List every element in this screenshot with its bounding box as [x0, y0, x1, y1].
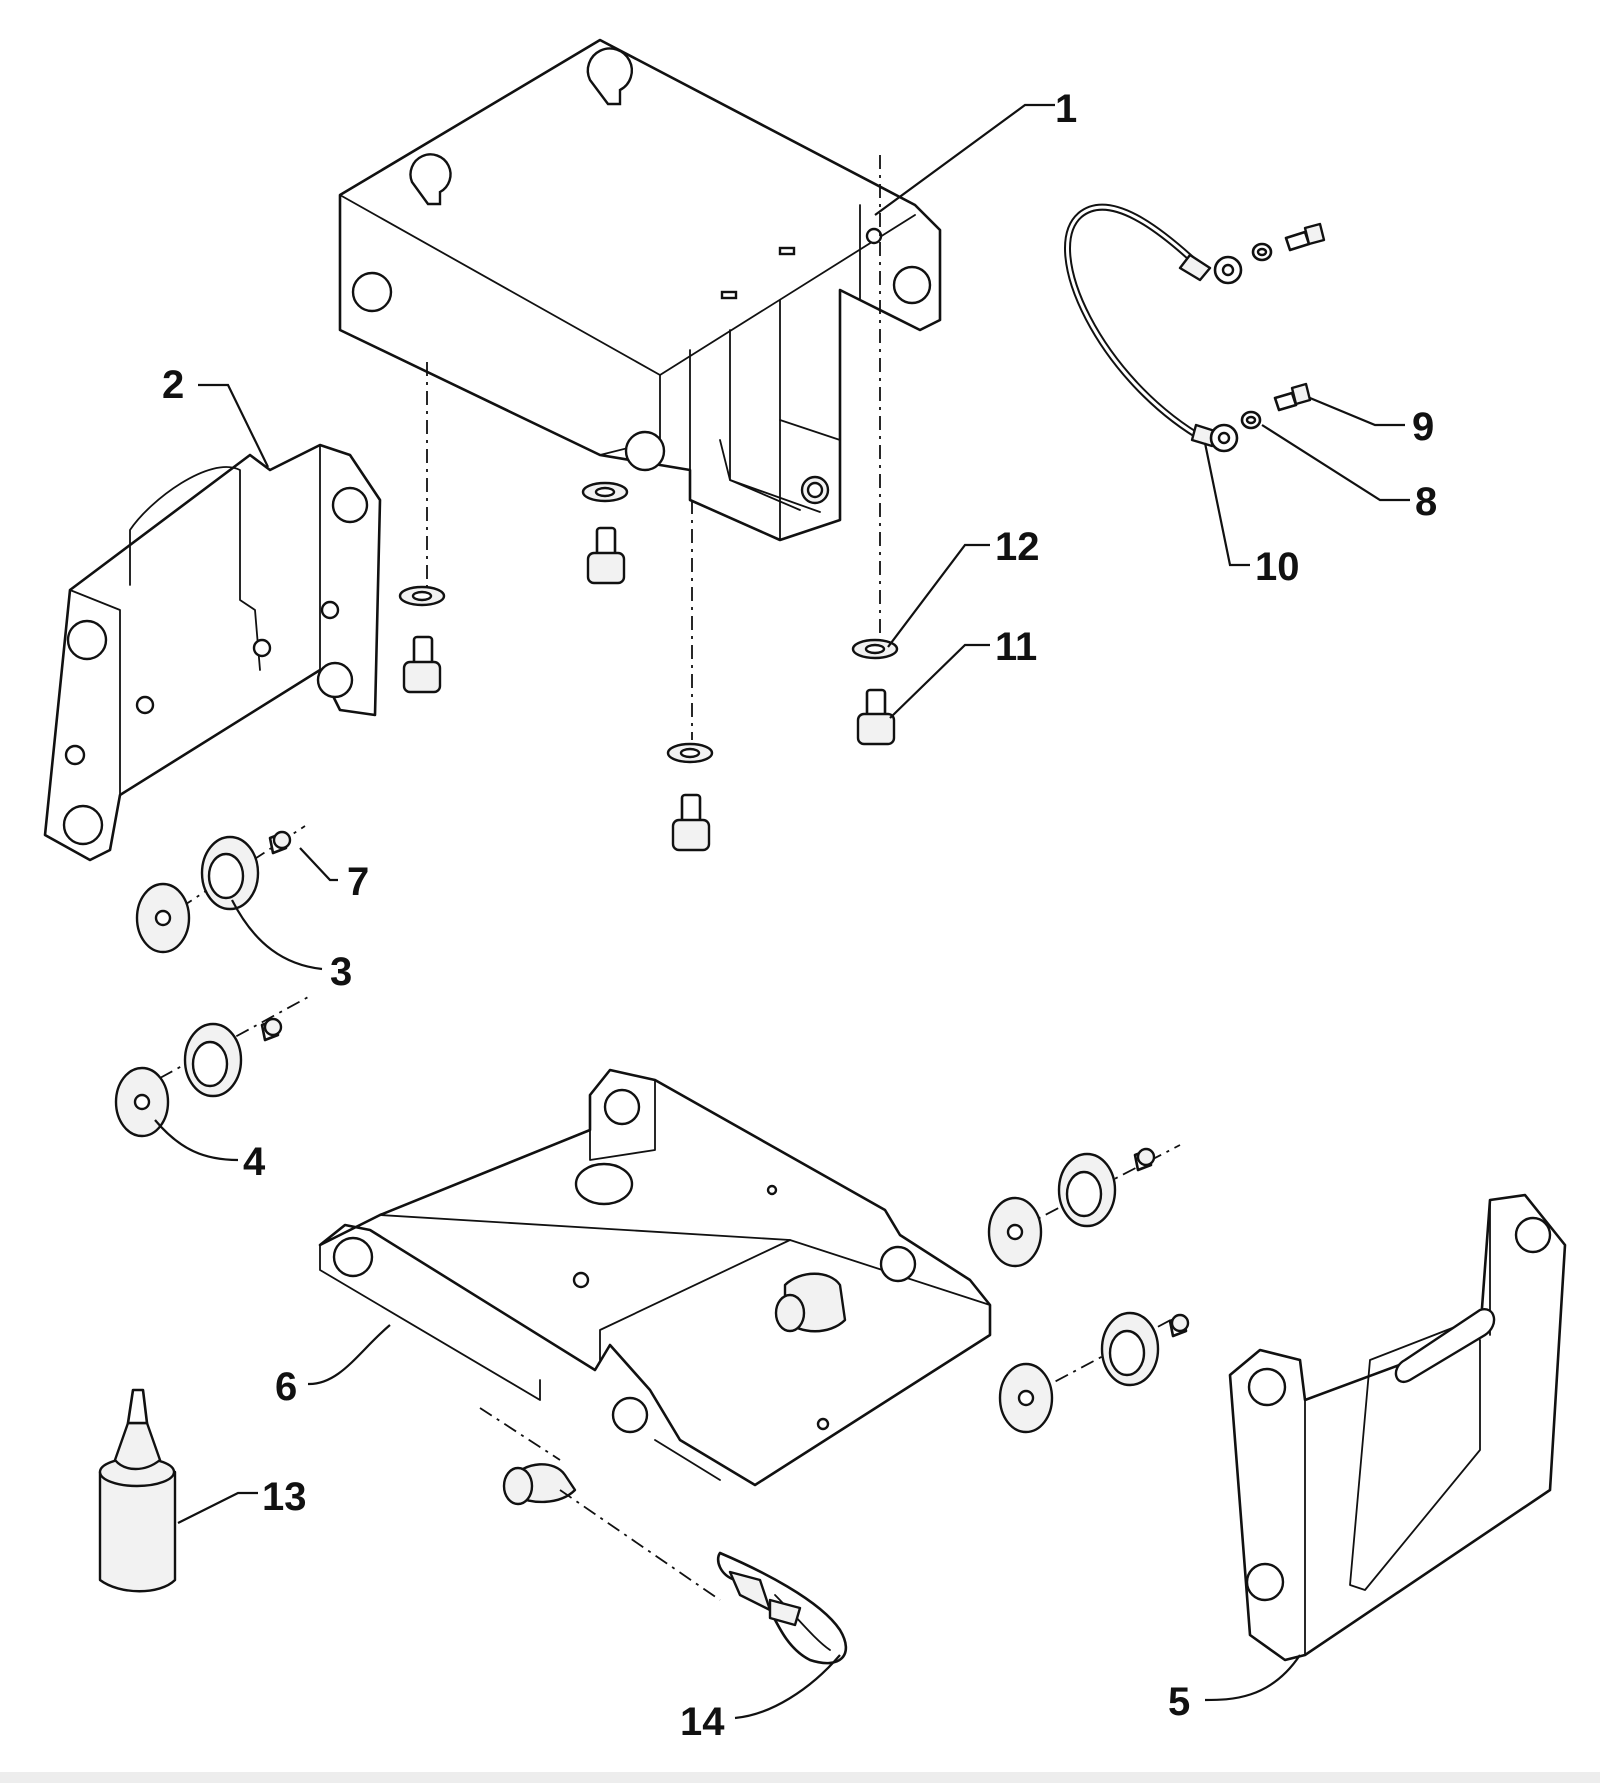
leader-7: [299, 847, 338, 882]
callout-10: 10: [1255, 545, 1300, 589]
part-6-lower-cradle: [318, 1068, 992, 1601]
leader-10: [1203, 442, 1250, 567]
part-1-main-bracket: [338, 38, 942, 542]
bushing-set-3: [135, 825, 306, 954]
part-14-spring-pin: [716, 1551, 848, 1665]
callout-9: 9: [1412, 405, 1434, 449]
callout-2: 2: [162, 363, 184, 407]
callout-14: 14: [680, 1700, 725, 1744]
bushing-set-upper-right: [987, 1144, 1181, 1268]
bushing-set-lower-right: [998, 1311, 1190, 1434]
callout-7: 7: [347, 860, 369, 904]
callout-6: 6: [275, 1365, 297, 1409]
leader-lines: [154, 103, 1410, 1720]
callout-8: 8: [1415, 480, 1437, 524]
screw-set-right: [851, 155, 899, 746]
leader-6: [307, 1324, 391, 1386]
leader-4: [154, 1119, 239, 1162]
callout-11: 11: [995, 625, 1037, 669]
leader-8: [1261, 424, 1410, 502]
bottom-edge-strip: [0, 1772, 1600, 1783]
leader-3: [231, 899, 323, 971]
leader-14: [734, 1654, 841, 1720]
part-5-right-bracket: [1228, 1193, 1567, 1662]
leader-2: [198, 383, 269, 468]
callout-12: 12: [995, 525, 1040, 569]
bushing-set-4: [114, 995, 311, 1138]
leader-11: [889, 643, 990, 719]
callout-1: 1: [1055, 87, 1077, 131]
screw-set-lower: [666, 500, 714, 852]
callout-5: 5: [1168, 1680, 1190, 1724]
leader-1: [874, 103, 1055, 216]
callout-3: 3: [330, 950, 352, 994]
callout-13: 13: [262, 1475, 307, 1519]
screw-set-left: [398, 362, 446, 694]
part-13-grease-tube: [98, 1388, 177, 1593]
leader-9: [1309, 396, 1405, 427]
screw-set-center: [581, 481, 629, 585]
part-2-left-bracket: [43, 443, 382, 862]
leader-13: [177, 1491, 258, 1524]
leader-5: [1204, 1654, 1301, 1702]
callout-4: 4: [243, 1140, 266, 1184]
ground-cable-assembly: [1064, 203, 1326, 453]
leader-12: [887, 543, 990, 648]
callout-labels: 1 2 3 4 5 6 7 8 9 10 11 12 13 14: [162, 87, 1437, 1744]
